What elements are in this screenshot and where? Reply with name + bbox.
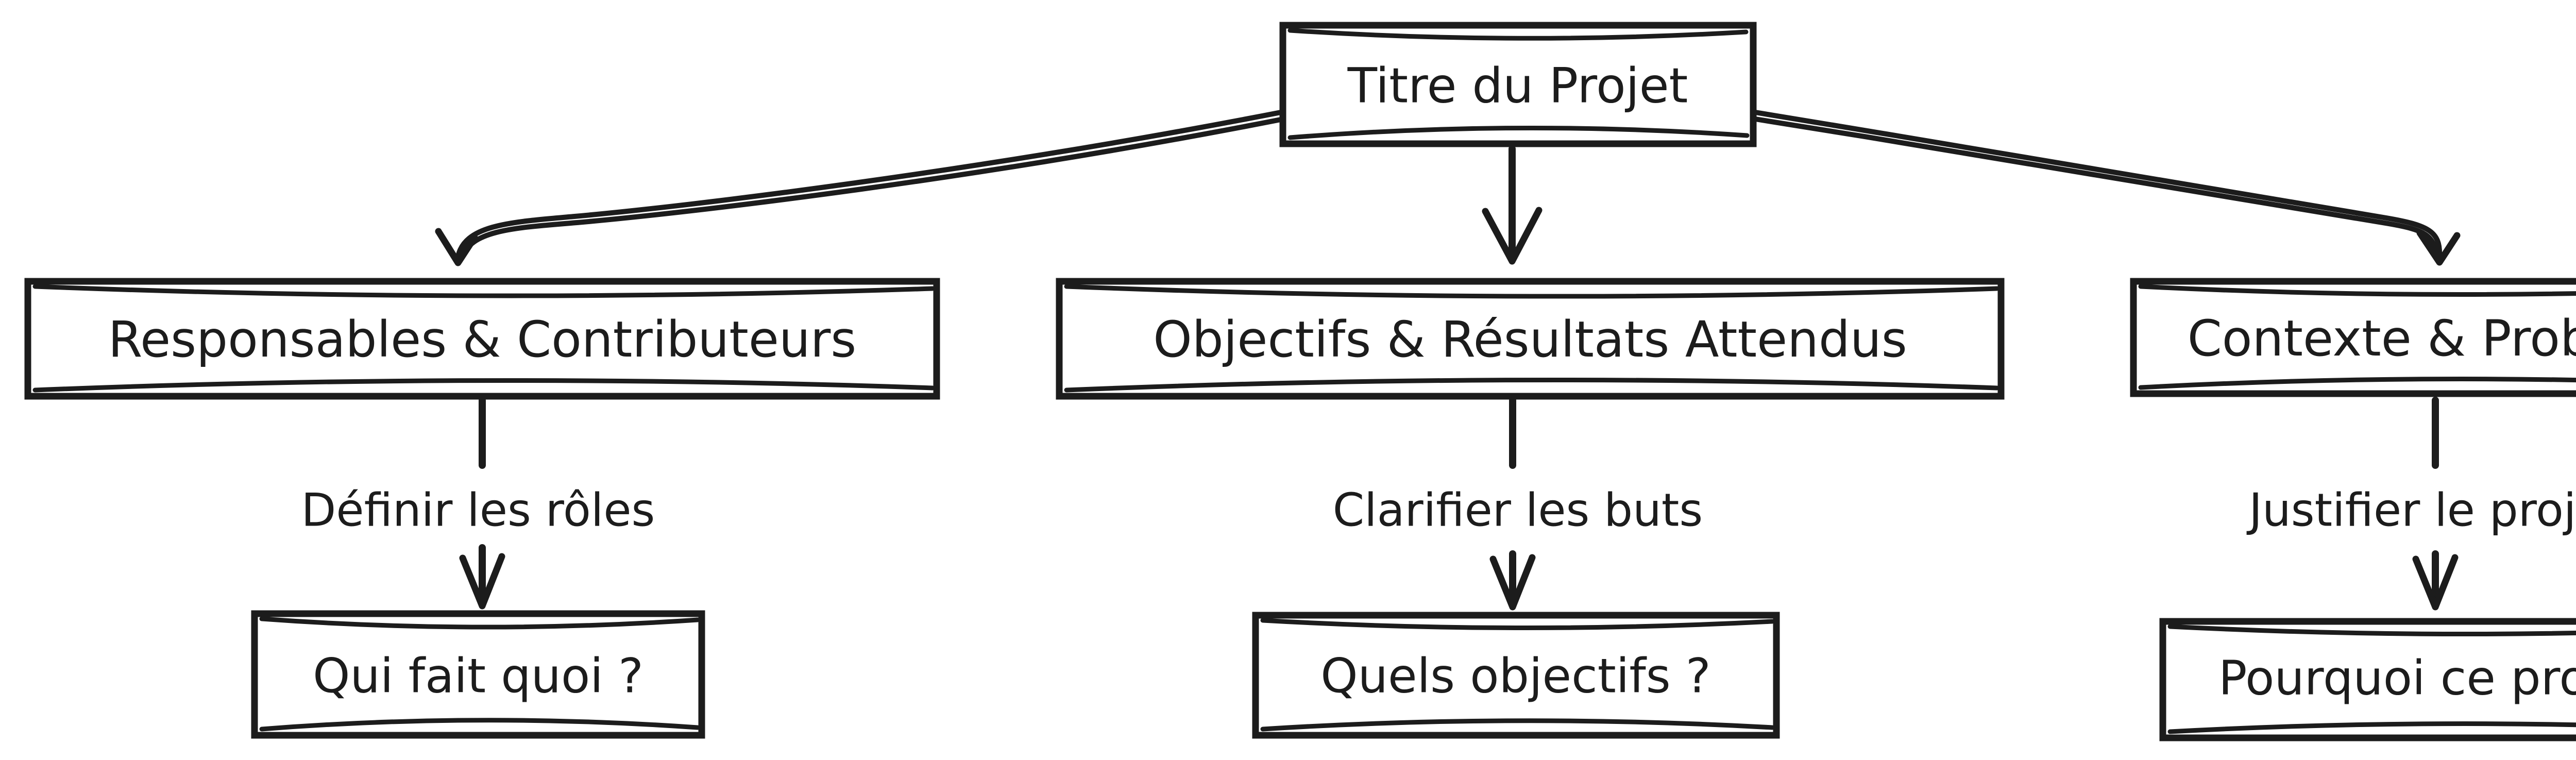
arrow-title-to-left — [435, 110, 1283, 266]
arrowhead-down-icon — [2416, 229, 2461, 266]
arrowhead-down-icon — [2412, 554, 2459, 611]
arrow-curve-sketch — [460, 117, 1283, 260]
leaf-box-border — [1252, 612, 1780, 739]
arrowhead-down-icon — [459, 553, 505, 610]
title-box-border — [1279, 22, 1757, 147]
node-box-top-sketch — [2138, 284, 2576, 297]
leaf-box-top-sketch — [259, 616, 700, 630]
leaf-pourquoi-ce-projet-box: Pourquoi ce projet ? — [2159, 618, 2576, 741]
leaf-box-border — [251, 610, 705, 739]
node-box-top-sketch — [32, 284, 935, 298]
node-box-border — [1056, 278, 2005, 400]
node-box-border — [24, 278, 940, 400]
leaf-box-bottom-sketch — [259, 718, 700, 732]
arrow-curve — [455, 110, 1283, 259]
leaf-qui-fait-quoi-label: Qui fait quoi ? — [313, 649, 643, 704]
leaf-box-top-sketch — [2167, 624, 2576, 637]
node-contexte-label: Contexte & Problème — [2188, 310, 2576, 367]
node-responsables-label: Responsables & Contributeurs — [108, 311, 857, 368]
leaf-pourquoi-ce-projet-label: Pourquoi ce projet ? — [2218, 651, 2576, 706]
arrow-objectifs-to-leaf: Clarifier les buts — [1333, 397, 1703, 611]
arrow-curve — [1753, 110, 2443, 259]
node-objectifs-label: Objectifs & Résultats Attendus — [1153, 311, 1907, 368]
arrow-title-to-center — [1482, 145, 1543, 265]
edge-label-definir-les-roles: Définir les rôles — [301, 484, 655, 537]
arrowhead-down-icon — [435, 228, 478, 266]
node-objectifs-box: Objectifs & Résultats Attendus — [1056, 278, 2005, 400]
arrow-responsables-to-leaf: Définir les rôles — [301, 397, 655, 610]
title-box-bottom-sketch — [1287, 125, 1750, 140]
edge-label-justifier-le-projet: Justifier le projet — [2246, 484, 2576, 537]
leaf-quels-objectifs-label: Quels objectifs ? — [1320, 649, 1711, 704]
arrow-title-to-right — [1753, 110, 2461, 266]
edge-label-clarifier-les-buts: Clarifier les buts — [1333, 484, 1703, 537]
leaf-box-bottom-sketch — [2167, 721, 2576, 734]
node-box-bottom-sketch — [32, 378, 935, 393]
title-box-top-sketch — [1287, 28, 1749, 41]
title-label: Titre du Projet — [1347, 58, 1688, 114]
arrow-curve-sketch — [1753, 116, 2438, 260]
node-box-top-sketch — [1064, 284, 1999, 299]
arrow-contexte-to-leaf: Justifier le projet — [2246, 397, 2576, 611]
leaf-box-bottom-sketch — [1260, 718, 1775, 732]
arrowhead-down-icon — [1489, 554, 1536, 611]
node-contexte-box: Contexte & Problème — [2130, 278, 2576, 397]
node-title-box: Titre du Projet — [1279, 22, 1757, 147]
arrowhead-down-icon — [1482, 207, 1543, 265]
node-responsables-box: Responsables & Contributeurs — [24, 278, 940, 400]
leaf-box-border — [2159, 618, 2576, 741]
leaf-box-top-sketch — [1260, 618, 1775, 631]
node-box-border — [2130, 278, 2576, 397]
leaf-quels-objectifs-box: Quels objectifs ? — [1252, 612, 1780, 739]
node-box-bottom-sketch — [2138, 376, 2576, 390]
node-box-bottom-sketch — [1064, 377, 1999, 393]
leaf-qui-fait-quoi-box: Qui fait quoi ? — [251, 610, 705, 739]
